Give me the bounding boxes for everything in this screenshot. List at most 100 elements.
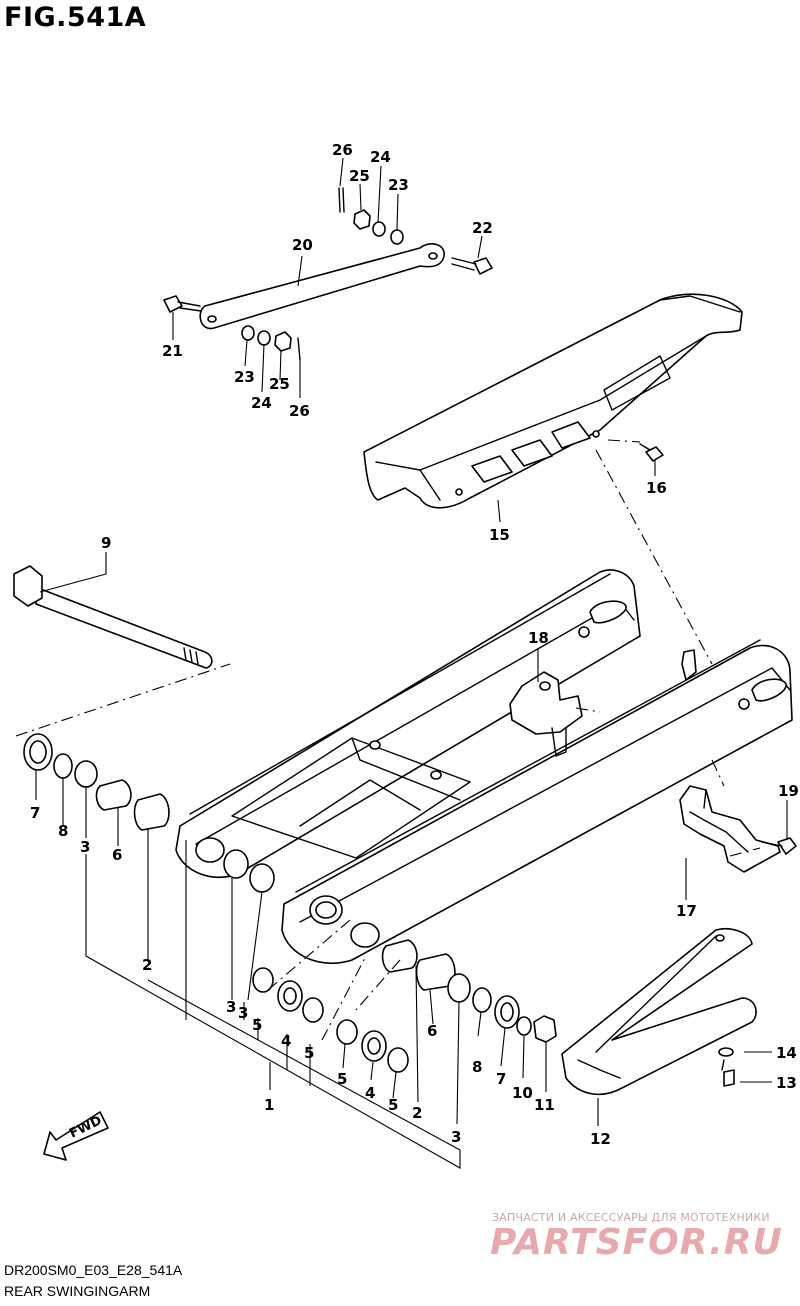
callout-22: 22 [472, 219, 493, 237]
washer-23-bottom [241, 325, 255, 341]
torque-rod-assembly [163, 187, 493, 361]
spacer-2-right [381, 939, 418, 973]
chain-case-slot-2 [511, 439, 553, 467]
washer-24-bottom [257, 330, 271, 346]
callout-25-top: 25 [349, 167, 370, 185]
callout-2-right: 2 [412, 1104, 422, 1122]
spacer-6-left [95, 779, 132, 811]
needle-bearing-set [252, 967, 409, 1073]
fwd-arrow: FWD [43, 1111, 109, 1161]
callout-26-top: 26 [332, 141, 353, 159]
model-code: DR200SM0_E03_E28_541A [4, 1262, 183, 1278]
watermark-logo: PARTSFOR.RU [490, 1222, 783, 1263]
callout-23-bottom: 23 [234, 368, 255, 386]
pivot-hardware-left [23, 733, 275, 893]
callout-4-b: 4 [365, 1084, 375, 1102]
callout-19: 19 [778, 782, 799, 800]
swing-arm-right-beam [281, 644, 793, 965]
washer-14 [718, 1047, 734, 1057]
collar-5-b [302, 997, 324, 1023]
bearing-3-pivot-b [249, 863, 275, 893]
callout-2-left: 2 [142, 956, 152, 974]
washer-23-top [390, 229, 404, 245]
callout-1: 1 [264, 1096, 274, 1114]
callout-14: 14 [776, 1044, 797, 1062]
callout-8-right: 8 [472, 1058, 482, 1076]
bolt-21 [163, 295, 183, 313]
callout-15: 15 [489, 526, 510, 544]
collar-5-c [336, 1019, 358, 1045]
callout-10: 10 [512, 1084, 533, 1102]
washer-8-right [472, 987, 492, 1013]
chain-case-slot-1 [471, 455, 513, 483]
bracket-tab [681, 649, 697, 681]
bracket-18-group [509, 671, 583, 757]
bearing-3-pivot [223, 849, 249, 879]
callout-13: 13 [776, 1074, 797, 1092]
callout-3-right: 3 [451, 1128, 461, 1146]
nut-11 [533, 1015, 557, 1043]
callout-18: 18 [528, 629, 549, 647]
callout-24-top: 24 [370, 148, 391, 166]
callout-8-left: 8 [58, 822, 68, 840]
torque-rod [199, 243, 445, 330]
callout-9: 9 [101, 534, 111, 552]
swing-arm-cross-member [231, 737, 471, 859]
callout-21: 21 [162, 342, 183, 360]
axle-slot-right [751, 678, 787, 702]
bolt-19 [777, 837, 797, 855]
chain-slider-12-group [561, 928, 757, 1096]
callout-6-right: 6 [427, 1022, 437, 1040]
callout-3-left: 3 [80, 838, 90, 856]
callout-17: 17 [676, 902, 697, 920]
collar-5-a [252, 967, 274, 993]
alignment-lines [15, 439, 761, 1041]
washer-10 [516, 1016, 532, 1036]
bolt-13 [723, 1069, 735, 1087]
callout-7-right: 7 [496, 1070, 506, 1088]
callout-25-bottom: 25 [269, 375, 290, 393]
pivot-boss-left [195, 837, 225, 863]
callout-11: 11 [534, 1096, 555, 1114]
bolt-22 [473, 257, 493, 275]
chain-case-slot-3 [551, 421, 591, 449]
leader-lines [35, 157, 788, 1169]
nut-25-bottom [274, 331, 292, 352]
chain-guide-17-group [679, 785, 797, 873]
nut-25-top [353, 209, 371, 230]
callout-7-left: 7 [30, 804, 40, 822]
callout-23-top: 23 [388, 176, 409, 194]
figure-name: REAR SWINGINGARM [4, 1283, 151, 1299]
callout-26-bottom: 26 [289, 402, 310, 420]
chain-guide-17 [679, 785, 781, 873]
pivot-hardware-right [381, 939, 557, 1043]
callout-12: 12 [590, 1130, 611, 1148]
swing-arm [175, 569, 793, 965]
figure-title: FIG.541A [4, 2, 147, 33]
pivot-shaft-head [13, 565, 43, 607]
callout-16: 16 [646, 479, 667, 497]
callout-5-d: 5 [388, 1096, 398, 1114]
callout-3-pivot-b: 3 [238, 1004, 248, 1022]
chain-case-hole [455, 488, 463, 496]
callout-4-a: 4 [281, 1032, 291, 1050]
chain-case-hole-rear [592, 430, 600, 438]
collar-5-d [387, 1047, 409, 1073]
watermark-tagline: ЗАПЧАСТИ И АКСЕССУАРЫ ДЛЯ МОТОТЕХНИКИ [492, 1211, 770, 1224]
chain-case-15 [363, 293, 743, 509]
bearing-3-right [447, 973, 471, 1003]
pivot-bushing-right [350, 922, 380, 948]
torque-rod-hole-front [207, 315, 217, 323]
callout-5-b: 5 [304, 1044, 314, 1062]
pivot-shaft [13, 565, 213, 669]
callout-6-left: 6 [112, 846, 122, 864]
spacer-2-left [133, 793, 170, 831]
washer-8-left [53, 753, 73, 779]
bracket-18 [509, 671, 583, 735]
callout-24-bottom: 24 [251, 394, 272, 412]
callout-20: 20 [292, 236, 313, 254]
callout-5-c: 5 [337, 1070, 347, 1088]
chain-case [363, 293, 743, 509]
cotter-pin-26-bottom [297, 337, 301, 361]
